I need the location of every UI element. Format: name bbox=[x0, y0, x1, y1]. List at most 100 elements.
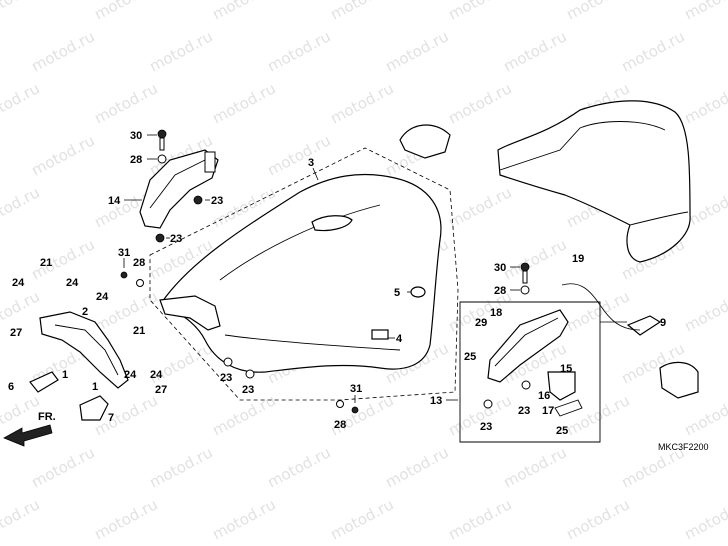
watermark-text: motod.ru bbox=[681, 287, 728, 335]
bracket-7[interactable] bbox=[79, 395, 109, 421]
watermark-text: motod.ru bbox=[209, 391, 278, 439]
watermark-text: motod.ru bbox=[563, 391, 632, 439]
seat-main[interactable] bbox=[161, 173, 442, 373]
watermark-text: motod.ru bbox=[264, 27, 333, 75]
callout-16: 16 bbox=[538, 390, 550, 402]
rail-group-box bbox=[459, 301, 601, 443]
watermark-text: motod.ru bbox=[209, 79, 278, 127]
callout-labels: 30 28 14 23 23 3 31 28 21 24 24 24 2 27 … bbox=[8, 130, 709, 452]
bracket-6[interactable] bbox=[29, 371, 59, 393]
watermark-text: motod.ru bbox=[382, 27, 451, 75]
watermark-text: motod.ru bbox=[28, 27, 97, 75]
grab-rail-upper-left[interactable] bbox=[139, 149, 219, 229]
callout-23: 23 bbox=[170, 233, 182, 245]
side-pad-right[interactable] bbox=[659, 361, 699, 399]
bolt-30-right bbox=[520, 262, 530, 284]
callout-24: 24 bbox=[66, 277, 79, 289]
watermark-text: motod.ru bbox=[91, 0, 160, 24]
watermark-text: motod.ru bbox=[382, 443, 451, 491]
callout-28: 28 bbox=[133, 257, 145, 269]
callout-23: 23 bbox=[211, 195, 223, 207]
callout-30: 30 bbox=[494, 262, 506, 274]
watermark-text: motod.ru bbox=[445, 0, 514, 24]
nut-23-c bbox=[223, 357, 233, 367]
watermark-text: motod.ru bbox=[0, 183, 43, 231]
grommet-4 bbox=[371, 329, 389, 340]
watermark-text: motod.ru bbox=[209, 495, 278, 543]
callout-25: 25 bbox=[464, 351, 476, 363]
watermark-text: motod.ru bbox=[0, 79, 43, 127]
callout-3: 3 bbox=[308, 157, 314, 169]
callout-6: 6 bbox=[8, 381, 14, 393]
watermark-text: motod.ru bbox=[618, 27, 687, 75]
seat-lock-bracket[interactable] bbox=[39, 295, 221, 389]
bolt-31-b bbox=[351, 406, 359, 414]
watermark-text: motod.ru bbox=[28, 235, 97, 283]
callout-24: 24 bbox=[150, 369, 163, 381]
callout-28: 28 bbox=[494, 285, 506, 297]
watermark-text: motod.ru bbox=[146, 443, 215, 491]
callout-30: 30 bbox=[130, 130, 142, 142]
front-arrow-icon: FR. bbox=[3, 411, 56, 447]
watermark-text: motod.ru bbox=[500, 27, 569, 75]
watermark-text: motod.ru bbox=[681, 0, 728, 24]
callout-24: 24 bbox=[12, 277, 25, 289]
grab-rail-right[interactable] bbox=[487, 309, 583, 417]
cushion-5 bbox=[410, 286, 426, 298]
bolt-30-left bbox=[157, 129, 167, 151]
callout-21: 21 bbox=[40, 257, 52, 269]
watermark-text: motod.ru bbox=[91, 495, 160, 543]
diagram-code: MKC3F2200 bbox=[658, 442, 709, 452]
leader-lines bbox=[123, 134, 627, 403]
callout-5: 5 bbox=[394, 287, 400, 299]
nut-23-e bbox=[483, 399, 493, 409]
callout-24: 24 bbox=[124, 369, 137, 381]
watermark-text: motod.ru bbox=[146, 27, 215, 75]
watermark-text: motod.ru bbox=[445, 79, 514, 127]
callout-9: 9 bbox=[660, 317, 666, 329]
nut-23-d bbox=[245, 369, 255, 379]
watermark-text: motod.ru bbox=[28, 443, 97, 491]
front-label: FR. bbox=[38, 411, 56, 423]
watermark-text: motod.ru bbox=[327, 0, 396, 24]
watermark-text: motod.ru bbox=[563, 0, 632, 24]
callout-21: 21 bbox=[133, 325, 145, 337]
callout-27: 27 bbox=[10, 327, 22, 339]
cable-holder[interactable] bbox=[561, 283, 662, 336]
callout-4: 4 bbox=[396, 333, 403, 345]
watermark-text: motod.ru bbox=[0, 0, 43, 24]
bolt-31-a bbox=[120, 271, 128, 279]
callout-17: 17 bbox=[542, 405, 554, 417]
washer-28-right bbox=[520, 285, 530, 295]
nut-23-a bbox=[193, 195, 203, 205]
callout-14: 14 bbox=[108, 195, 121, 207]
callout-18: 18 bbox=[490, 307, 502, 319]
washer-28-left bbox=[157, 154, 167, 164]
callout-7: 7 bbox=[108, 412, 114, 424]
watermark-text: motod.ru bbox=[681, 391, 728, 439]
watermark-text: motod.ru bbox=[563, 287, 632, 335]
watermark-text: motod.ru bbox=[28, 131, 97, 179]
watermark-text: motod.ru bbox=[500, 443, 569, 491]
callout-15: 15 bbox=[560, 363, 572, 375]
backrest[interactable] bbox=[497, 100, 691, 263]
seat-cowl-cap[interactable] bbox=[399, 124, 451, 159]
watermark-text: motod.ru bbox=[91, 79, 160, 127]
callout-23: 23 bbox=[480, 421, 492, 433]
callout-28: 28 bbox=[334, 419, 346, 431]
watermark-text: motod.ru bbox=[445, 183, 514, 231]
watermark-text: motod.ru bbox=[445, 495, 514, 543]
watermark-text: motod.ru bbox=[264, 131, 333, 179]
watermark-text: motod.ru bbox=[327, 79, 396, 127]
callout-28: 28 bbox=[130, 154, 142, 166]
watermark-text: motod.ru bbox=[563, 495, 632, 543]
callout-31: 31 bbox=[350, 383, 362, 395]
callout-25: 25 bbox=[556, 425, 568, 437]
callout-29: 29 bbox=[475, 317, 487, 329]
callout-23: 23 bbox=[220, 372, 232, 384]
washer-28-d bbox=[336, 400, 344, 408]
washer-28-c bbox=[136, 279, 144, 287]
callout-13: 13 bbox=[430, 395, 442, 407]
callout-1: 1 bbox=[62, 369, 68, 381]
